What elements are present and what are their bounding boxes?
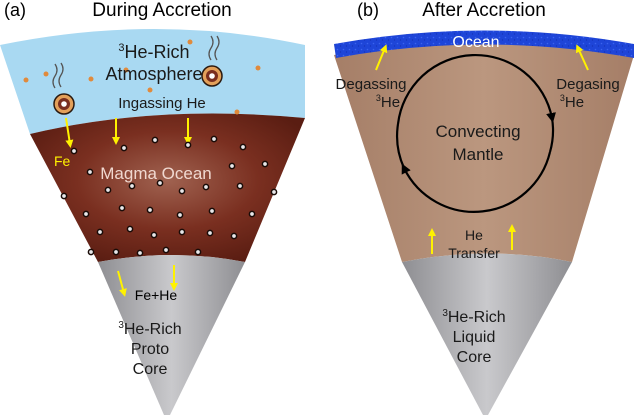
mantle-label-line1: Convecting bbox=[435, 122, 520, 141]
liquid-core-label-line3: Core bbox=[457, 349, 492, 366]
proto-core-line1: He-Rich bbox=[124, 321, 182, 338]
atmosphere-layer bbox=[0, 29, 305, 134]
proto-core-label-line1: 3He-Rich bbox=[118, 320, 181, 338]
iron-droplets bbox=[60, 135, 278, 257]
atmosphere-line1: He-Rich bbox=[125, 42, 190, 62]
ocean-label: Ocean bbox=[452, 34, 499, 51]
degassing-left-sup: 3 bbox=[376, 93, 381, 103]
proto-core-label-line2: Proto bbox=[131, 341, 169, 358]
degassing-right-he: He bbox=[565, 94, 584, 111]
degassing-right-sup: 3 bbox=[560, 93, 565, 103]
panel-b-letter: (b) bbox=[357, 0, 379, 20]
mantle-label-line2: Mantle bbox=[452, 145, 503, 164]
fe-label: Fe bbox=[54, 153, 71, 169]
degassing-left-he: He bbox=[381, 94, 400, 111]
he-transfer-line2: Transfer bbox=[448, 245, 500, 261]
planetesimal-left bbox=[52, 62, 75, 115]
magma-ocean-layer bbox=[30, 113, 305, 262]
liquid-core-label-line2: Liquid bbox=[453, 329, 496, 346]
panel-a: (a) During Accretion 3He-Rich Atmosphere… bbox=[0, 0, 305, 415]
panel-b: (b) After Accretion Ocean Degassing 3He … bbox=[334, 0, 634, 415]
liquid-core-layer bbox=[402, 253, 572, 415]
mantle-layer bbox=[334, 41, 634, 262]
ocean-layer bbox=[334, 30, 634, 58]
panel-a-letter: (a) bbox=[4, 0, 26, 20]
degassing-left-line1: Degassing bbox=[336, 76, 407, 93]
atmosphere-label-line1: 3He-Rich bbox=[118, 42, 189, 62]
proto-core-label-line3: Core bbox=[133, 361, 168, 378]
liquid-core-line1: He-Rich bbox=[448, 309, 506, 326]
planetesimal-right bbox=[201, 35, 223, 87]
liquid-core-sup: 3 bbox=[442, 308, 448, 319]
degassing-arrows bbox=[375, 44, 589, 254]
degassing-right-line1: Degasing bbox=[556, 76, 619, 93]
he-transfer-line1: He bbox=[465, 227, 483, 243]
degassing-right-line2: 3He bbox=[560, 93, 584, 111]
atmosphere-droplets bbox=[23, 39, 261, 115]
proto-core-layer bbox=[98, 255, 245, 415]
atmosphere-sup: 3 bbox=[118, 42, 124, 54]
fe-he-label: Fe+He bbox=[135, 287, 178, 303]
proto-core-sup: 3 bbox=[118, 320, 124, 331]
magma-ocean-label: Magma Ocean bbox=[100, 164, 212, 183]
atmosphere-label-line2: Atmosphere bbox=[105, 64, 202, 84]
ingassing-arrows bbox=[65, 117, 192, 297]
degassing-left-line2: 3He bbox=[376, 93, 400, 111]
convection-loop bbox=[395, 54, 556, 213]
panel-b-title: After Accretion bbox=[422, 0, 546, 21]
panel-a-title: During Accretion bbox=[92, 0, 231, 21]
liquid-core-label-line1: 3He-Rich bbox=[442, 308, 505, 326]
ingassing-label: Ingassing He bbox=[118, 95, 206, 112]
